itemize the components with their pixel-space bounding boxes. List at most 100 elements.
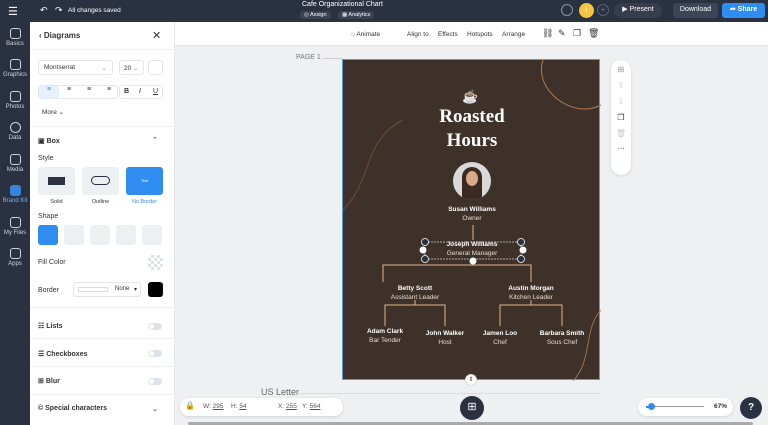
comment-icon[interactable] xyxy=(561,4,573,16)
height-field[interactable]: H: 54 xyxy=(231,403,247,410)
close-icon[interactable]: ✕ xyxy=(152,30,162,42)
align-to-button[interactable]: Align to xyxy=(407,31,429,38)
add-page-button[interactable]: ⊞ xyxy=(460,396,484,420)
font-select[interactable]: Montserrat⌄ xyxy=(38,60,113,75)
justify-icon[interactable]: ≡ xyxy=(106,86,112,93)
delete-page-icon[interactable]: 🗑 xyxy=(615,129,627,138)
assign-button[interactable]: ◎ Assign xyxy=(300,11,331,19)
person-role[interactable]: Owner xyxy=(462,215,482,222)
person-role[interactable]: Bar Tender xyxy=(369,337,401,344)
add-collaborator-icon[interactable]: + xyxy=(597,4,609,16)
duplicate-page-icon[interactable]: ❐ xyxy=(617,113,625,122)
box-section[interactable]: ▣ Box xyxy=(38,138,60,145)
shape-option[interactable] xyxy=(90,225,110,245)
back-to-diagrams[interactable]: ‹ Diagrams xyxy=(39,31,81,40)
fill-color-swatch[interactable] xyxy=(148,255,163,270)
person-name[interactable]: Jamen Loo xyxy=(482,330,518,337)
shape-option-selected[interactable] xyxy=(38,225,58,245)
checkboxes-toggle[interactable] xyxy=(148,350,162,357)
person-name[interactable]: Susan Williams xyxy=(448,206,496,213)
text-color-swatch[interactable] xyxy=(148,60,163,75)
effects-button[interactable]: Effects xyxy=(438,31,458,38)
x-field[interactable]: X: 255 xyxy=(278,403,297,410)
link-icon[interactable]: ⛓ xyxy=(542,28,554,38)
share-button[interactable]: ➦ Share xyxy=(722,3,765,18)
shape-option[interactable] xyxy=(142,225,162,245)
redo-icon[interactable]: ↷ xyxy=(55,5,63,15)
align-right-icon[interactable]: ≡ xyxy=(86,86,92,93)
hotspots-button[interactable]: Hotspots xyxy=(467,31,493,38)
rail-graphics[interactable]: Graphics xyxy=(0,59,30,78)
chevron-up-icon[interactable]: ⌃ xyxy=(152,137,158,144)
move-up-icon[interactable]: ⇪ xyxy=(617,81,625,90)
more-button[interactable]: More ⌄ xyxy=(42,109,65,116)
person-name[interactable]: Betty Scott xyxy=(397,285,433,292)
rail-data[interactable]: Data xyxy=(0,122,30,141)
analytics-button[interactable]: ▦ Analytics xyxy=(338,11,375,19)
shape-option[interactable] xyxy=(116,225,136,245)
person-name[interactable]: John Walker xyxy=(425,330,465,337)
font-size-select[interactable]: 20 ⌄ xyxy=(119,60,144,75)
undo-icon[interactable]: ↶ xyxy=(40,5,48,15)
border-value: None xyxy=(115,286,130,292)
document-title[interactable]: Cafe Organizational Chart xyxy=(302,1,383,8)
style-no-border[interactable]: Text xyxy=(126,167,163,195)
copy-icon[interactable]: ❐ xyxy=(573,28,582,38)
align-left-icon[interactable]: ≡ xyxy=(39,86,59,98)
menu-icon[interactable]: ☰ xyxy=(8,6,18,18)
blur-toggle[interactable] xyxy=(148,378,162,385)
person-role[interactable]: Kitchen Leader xyxy=(509,294,553,301)
resize-page-handle[interactable]: ⇕ xyxy=(465,374,477,386)
italic-icon[interactable]: I xyxy=(139,88,141,95)
brush-icon[interactable]: ✎ xyxy=(558,28,566,38)
add-page-icon[interactable]: ⊞ xyxy=(617,65,625,74)
rail-brand-kit[interactable]: Brand Kit xyxy=(0,185,30,204)
zoom-slider[interactable] xyxy=(646,406,704,407)
download-button[interactable]: Download xyxy=(673,3,718,18)
rail-my-files[interactable]: My Files xyxy=(0,217,30,236)
present-button[interactable]: ▶ Present xyxy=(614,3,662,18)
border-select[interactable]: None▾ xyxy=(73,282,141,297)
person-role[interactable]: Sous Chef xyxy=(546,339,578,346)
move-down-icon[interactable]: ⇩ xyxy=(617,97,625,106)
person-role[interactable]: Assistant Leader xyxy=(390,294,440,301)
rail-media[interactable]: Media xyxy=(0,154,30,173)
person-role[interactable]: Chef xyxy=(493,339,507,346)
align-center-icon[interactable]: ≡ xyxy=(66,86,72,93)
person-role[interactable]: Host xyxy=(438,339,452,346)
special-characters-section[interactable]: © Special characters xyxy=(38,405,107,412)
style-outline[interactable] xyxy=(82,167,119,195)
underline-icon[interactable]: U xyxy=(153,88,159,95)
border-color-swatch[interactable] xyxy=(148,282,163,297)
width-field[interactable]: W: 295 xyxy=(203,403,224,410)
bold-icon[interactable]: B xyxy=(124,88,130,95)
person-role[interactable]: General Manager xyxy=(446,250,498,257)
person-name[interactable]: Barbara Smith xyxy=(539,330,585,337)
animate-button[interactable]: ◌ Animate xyxy=(351,31,381,38)
arrange-button[interactable]: Arrange xyxy=(502,31,526,38)
rail-photos[interactable]: Photos xyxy=(0,91,30,110)
help-button[interactable]: ? xyxy=(740,397,762,419)
zoom-slider-handle[interactable] xyxy=(648,403,656,410)
owner-photo[interactable] xyxy=(453,162,491,200)
shape-option[interactable] xyxy=(64,225,84,245)
present-label: Present xyxy=(629,6,654,13)
more-options-icon[interactable]: ··· xyxy=(617,144,625,153)
lock-icon[interactable]: 🔒 xyxy=(185,401,195,410)
checkboxes-section[interactable]: ☰ Checkboxes xyxy=(38,351,88,358)
person-name[interactable]: Austin Morgan xyxy=(508,285,554,292)
lists-section[interactable]: ☷ Lists xyxy=(38,323,63,330)
person-name[interactable]: Joseph Williams xyxy=(446,241,498,248)
blur-section[interactable]: ⊞ Blur xyxy=(38,378,60,385)
chevron-down-icon[interactable]: ⌄ xyxy=(152,406,158,413)
style-solid[interactable] xyxy=(38,167,75,195)
avatar[interactable]: I xyxy=(579,3,594,18)
rail-basics[interactable]: Basics xyxy=(0,28,30,47)
trash-icon[interactable]: 🗑 xyxy=(588,28,600,38)
person-name[interactable]: Adam Clark xyxy=(366,328,404,335)
lists-toggle[interactable] xyxy=(148,323,162,330)
rail-apps[interactable]: Apps xyxy=(0,248,30,267)
horizontal-scrollbar[interactable] xyxy=(188,422,753,425)
y-field[interactable]: Y: 564 xyxy=(302,403,320,410)
